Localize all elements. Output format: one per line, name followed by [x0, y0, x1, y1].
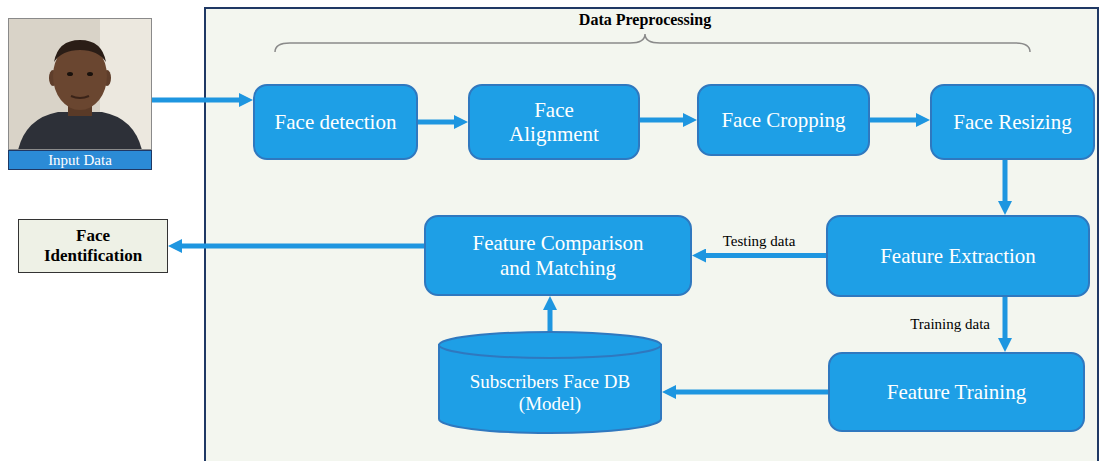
- flow-arrow: [706, 253, 826, 258]
- flow-arrow: [676, 390, 828, 395]
- process-box: Face Resizing: [930, 84, 1095, 160]
- node-text: Feature Comparison and Matching: [463, 231, 653, 279]
- process-box: Face detection: [253, 84, 418, 160]
- photo-shirt: [18, 112, 142, 150]
- node-text: Face detection: [275, 110, 397, 134]
- system-panel: [205, 8, 1098, 461]
- input-label: Input Data: [8, 150, 152, 170]
- output-box: Face Identification: [18, 219, 168, 272]
- node-text: Face Identification: [31, 226, 156, 265]
- photo-frame: [9, 19, 152, 150]
- flow-arrow: [640, 118, 683, 123]
- edge-label: Training data: [907, 316, 993, 333]
- node-text: Feature Training: [887, 380, 1026, 404]
- database-cylinder: Subscribers Face DB (Model): [438, 331, 662, 433]
- process-box: Feature Comparison and Matching: [424, 215, 692, 296]
- node-text: Face Cropping: [721, 108, 845, 132]
- flow-arrow: [1003, 297, 1008, 338]
- flow-arrow: [870, 118, 916, 123]
- flow-arrow: [182, 244, 424, 249]
- photo-wall: [8, 18, 152, 150]
- edge-label: Testing data: [720, 233, 799, 250]
- photo-mouth: [71, 96, 89, 98]
- flow-arrow: [1003, 160, 1008, 201]
- photo-eye: [87, 72, 93, 76]
- process-box: Face Alignment: [468, 84, 640, 160]
- process-box: Feature Extraction: [826, 215, 1090, 297]
- photo-eye: [67, 72, 73, 76]
- node-text: Face Alignment: [499, 98, 609, 146]
- section-heading: Data Preprocessing: [579, 11, 711, 29]
- flow-arrow: [548, 310, 553, 331]
- preprocessing-bracket: [275, 34, 1030, 52]
- node-text: Face Resizing: [953, 110, 1071, 134]
- node-text: Subscribers Face DB (Model): [463, 371, 638, 415]
- input-data-node: Input Data: [8, 18, 152, 170]
- cylinder-top: [439, 332, 661, 358]
- input-photo: [8, 18, 152, 150]
- process-box: Feature Training: [828, 352, 1085, 432]
- node-text: Feature Extraction: [880, 244, 1036, 268]
- photo-hair: [54, 40, 106, 62]
- process-box: Face Cropping: [697, 84, 870, 156]
- flow-arrow: [152, 98, 239, 103]
- flow-arrow: [418, 120, 454, 125]
